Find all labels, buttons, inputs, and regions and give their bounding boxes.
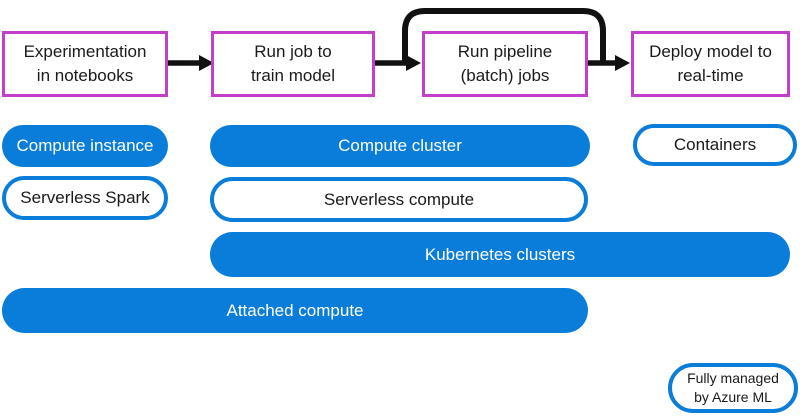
arrowhead-icon xyxy=(199,55,214,71)
flow-box-label-line: in notebooks xyxy=(36,66,134,85)
pill-serverless-compute: Serverless compute xyxy=(210,177,588,222)
pill-compute-cluster: Compute cluster xyxy=(210,125,590,167)
legend-fully-managed: Fully managed by Azure ML xyxy=(668,363,798,413)
legend-line: by Azure ML xyxy=(694,389,772,405)
flow-box-experimentation: Experimentation in notebooks xyxy=(2,31,168,97)
flow-box-label-line: Run pipeline xyxy=(457,42,553,61)
flow-arrows xyxy=(168,8,630,71)
flow-box-label-line: Deploy model to xyxy=(649,42,772,61)
pill-kubernetes-clusters: Kubernetes clusters xyxy=(210,232,790,277)
flow-box-train-model: Run job to train model xyxy=(211,31,375,97)
flow-box-label-line: Experimentation xyxy=(23,42,147,61)
pill-attached-compute: Attached compute xyxy=(2,288,588,333)
loop-arrow-icon xyxy=(402,8,606,63)
pill-serverless-spark: Serverless Spark xyxy=(2,176,168,220)
pill-compute-instance: Compute instance xyxy=(2,125,168,167)
arrowhead-icon xyxy=(406,55,421,71)
flow-box-pipeline-jobs: Run pipeline (batch) jobs xyxy=(422,31,588,97)
flow-box-label-line: real-time xyxy=(677,66,744,85)
legend-line: Fully managed xyxy=(687,370,779,386)
flow-box-label-line: Run job to xyxy=(254,42,332,61)
flow-box-deploy-model: Deploy model to real-time xyxy=(631,31,790,97)
pill-containers: Containers xyxy=(633,124,797,166)
flow-box-label-line: (batch) jobs xyxy=(460,66,550,85)
flow-box-label-line: train model xyxy=(250,66,336,85)
arrowhead-icon xyxy=(615,55,630,71)
